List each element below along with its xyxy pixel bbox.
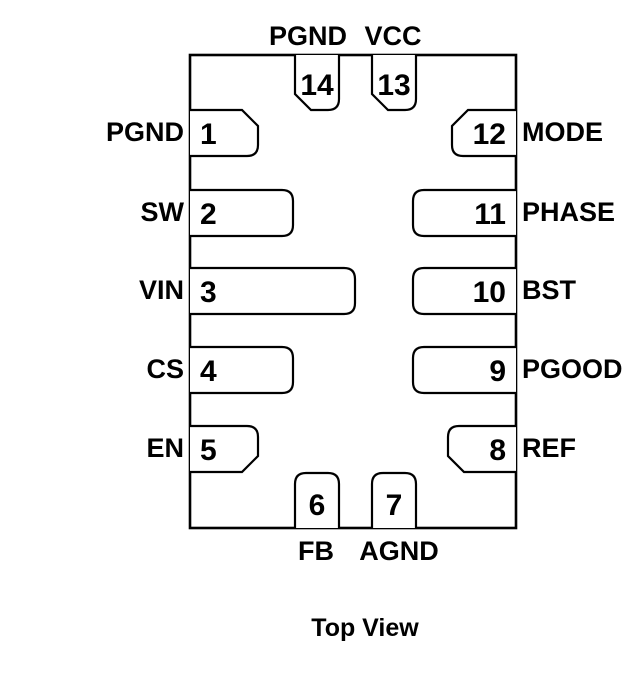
pin-label-agnd-7: AGND [359, 536, 439, 566]
pin-shape-7 [370, 471, 418, 528]
pin-shape-9 [411, 345, 516, 395]
pin-2: 2 SW [141, 188, 295, 238]
pin-number-4: 4 [200, 355, 217, 388]
pin-number-10: 10 [473, 276, 506, 309]
pin-12: 12 MODE [450, 108, 603, 158]
pin-label-ref-8: REF [522, 433, 576, 463]
pin-number-12: 12 [473, 118, 506, 151]
pin-number-11: 11 [474, 198, 506, 231]
pin-number-7: 7 [386, 489, 403, 522]
pin-4: 4 CS [146, 345, 295, 395]
pin-number-9: 9 [489, 355, 506, 388]
pin-9: 9 PGOOD [411, 345, 623, 395]
pin-number-3: 3 [200, 276, 217, 309]
pin-shape-11 [411, 188, 516, 238]
pin-label-vin-3: VIN [139, 275, 184, 305]
pin-number-6: 6 [309, 489, 326, 522]
pin-number-1: 1 [200, 118, 217, 151]
pin-shape-12 [450, 108, 516, 158]
pin-label-cs-4: CS [146, 354, 184, 384]
pin-1: 1 PGND [106, 108, 260, 158]
pin-shape-14 [293, 55, 341, 112]
pin-label-bst-10: BST [522, 275, 577, 305]
pin-14: 14 PGND [269, 21, 347, 112]
pin-3: 3 VIN [139, 266, 357, 316]
pin-shape-13 [370, 55, 418, 112]
pin-shape-3 [190, 266, 357, 316]
pin-shape-5 [190, 424, 260, 474]
pin-label-pgood-9: PGOOD [522, 354, 623, 384]
pin-shape-6 [293, 471, 341, 528]
pin-shape-1 [190, 108, 260, 158]
pin-6: 6FB [293, 471, 341, 566]
pin-number-2: 2 [200, 198, 217, 231]
pin-label-pgnd-14: PGND [269, 21, 347, 51]
pin-11: 11 PHASE [411, 188, 615, 238]
pin-8: 8 REF [446, 424, 576, 474]
pin-shape-8 [446, 424, 516, 474]
pin-number-13: 13 [377, 69, 410, 102]
pin-label-phase-11: PHASE [522, 197, 615, 227]
pin-label-sw-2: SW [141, 197, 185, 227]
pin-10: 10 BST [411, 266, 577, 316]
pin-number-5: 5 [200, 434, 217, 467]
pin-label-pgnd-1: PGND [106, 117, 184, 147]
view-caption: Top View [311, 614, 419, 642]
pin-label-en-5: EN [146, 433, 184, 463]
pin-number-8: 8 [489, 434, 506, 467]
pin-shape-4 [190, 345, 295, 395]
pin-label-vcc-13: VCC [364, 21, 421, 51]
pin-13: 13 VCC [364, 21, 422, 112]
pin-number-14: 14 [300, 69, 334, 102]
pin-label-mode-12: MODE [522, 117, 603, 147]
pin-label-fb-6: FB [298, 536, 334, 566]
pin-shape-10 [411, 266, 516, 316]
pin-shape-2 [190, 188, 295, 238]
pin-5: 5 EN [146, 424, 260, 474]
